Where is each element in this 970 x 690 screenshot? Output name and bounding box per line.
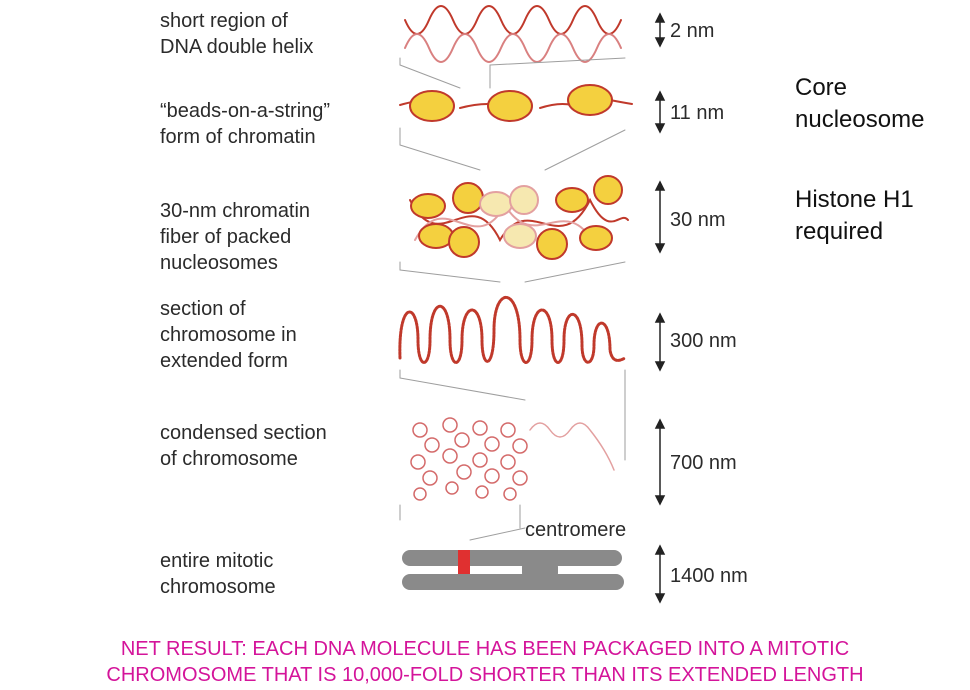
connector-lines-2: [399, 127, 626, 171]
connector-lines-3: [399, 261, 626, 283]
centromere-marker: [458, 550, 470, 574]
mitotic-chromosome: [402, 550, 624, 590]
scale-label-700nm: 700 nm: [670, 452, 737, 474]
stage-label-30nm-fiber: 30-nm chromatin fiber of packed nucleoso…: [160, 200, 311, 274]
scale-label-300nm: 300 nm: [670, 330, 737, 352]
stage-label-mitotic-chromosome: entire mitotic chromosome: [160, 550, 276, 598]
stage-label-condensed-section: condensed section of chromosome: [160, 422, 327, 470]
stage-label-beads-on-string: “beads-on-a-string” form of chromatin: [160, 100, 331, 148]
stage-label-extended-chromosome: section of chromosome in extended form: [160, 298, 297, 372]
centromere-label: centromere: [525, 519, 627, 541]
scale-label-30nm: 30 nm: [670, 209, 726, 231]
stage-label-dna-helix: short region of DNA double helix: [160, 10, 314, 58]
dna-double-helix: [404, 5, 622, 63]
connector-lines-4: [399, 369, 626, 461]
scale-bars: [654, 12, 666, 604]
scale-label-11nm: 11 nm: [670, 102, 725, 124]
connector-lines-1: [399, 57, 626, 89]
net-result-caption: NET RESULT: EACH DNA MOLECULE HAS BEEN P…: [106, 638, 864, 686]
extended-chromosome-loops: [398, 296, 627, 364]
annotation-core-nucleosome: Core nucleosome: [795, 74, 925, 133]
30nm-fiber-nucleosomes: [410, 175, 623, 260]
scale-label-1400nm: 1400 nm: [670, 565, 748, 587]
connector-lines-5: [399, 504, 526, 541]
condensed-chromosome-coils: [410, 417, 615, 501]
nucleosome-beads-row: [409, 84, 613, 122]
annotation-histone-h1: Histone H1 required: [795, 186, 914, 245]
scale-label-2nm: 2 nm: [670, 20, 715, 42]
